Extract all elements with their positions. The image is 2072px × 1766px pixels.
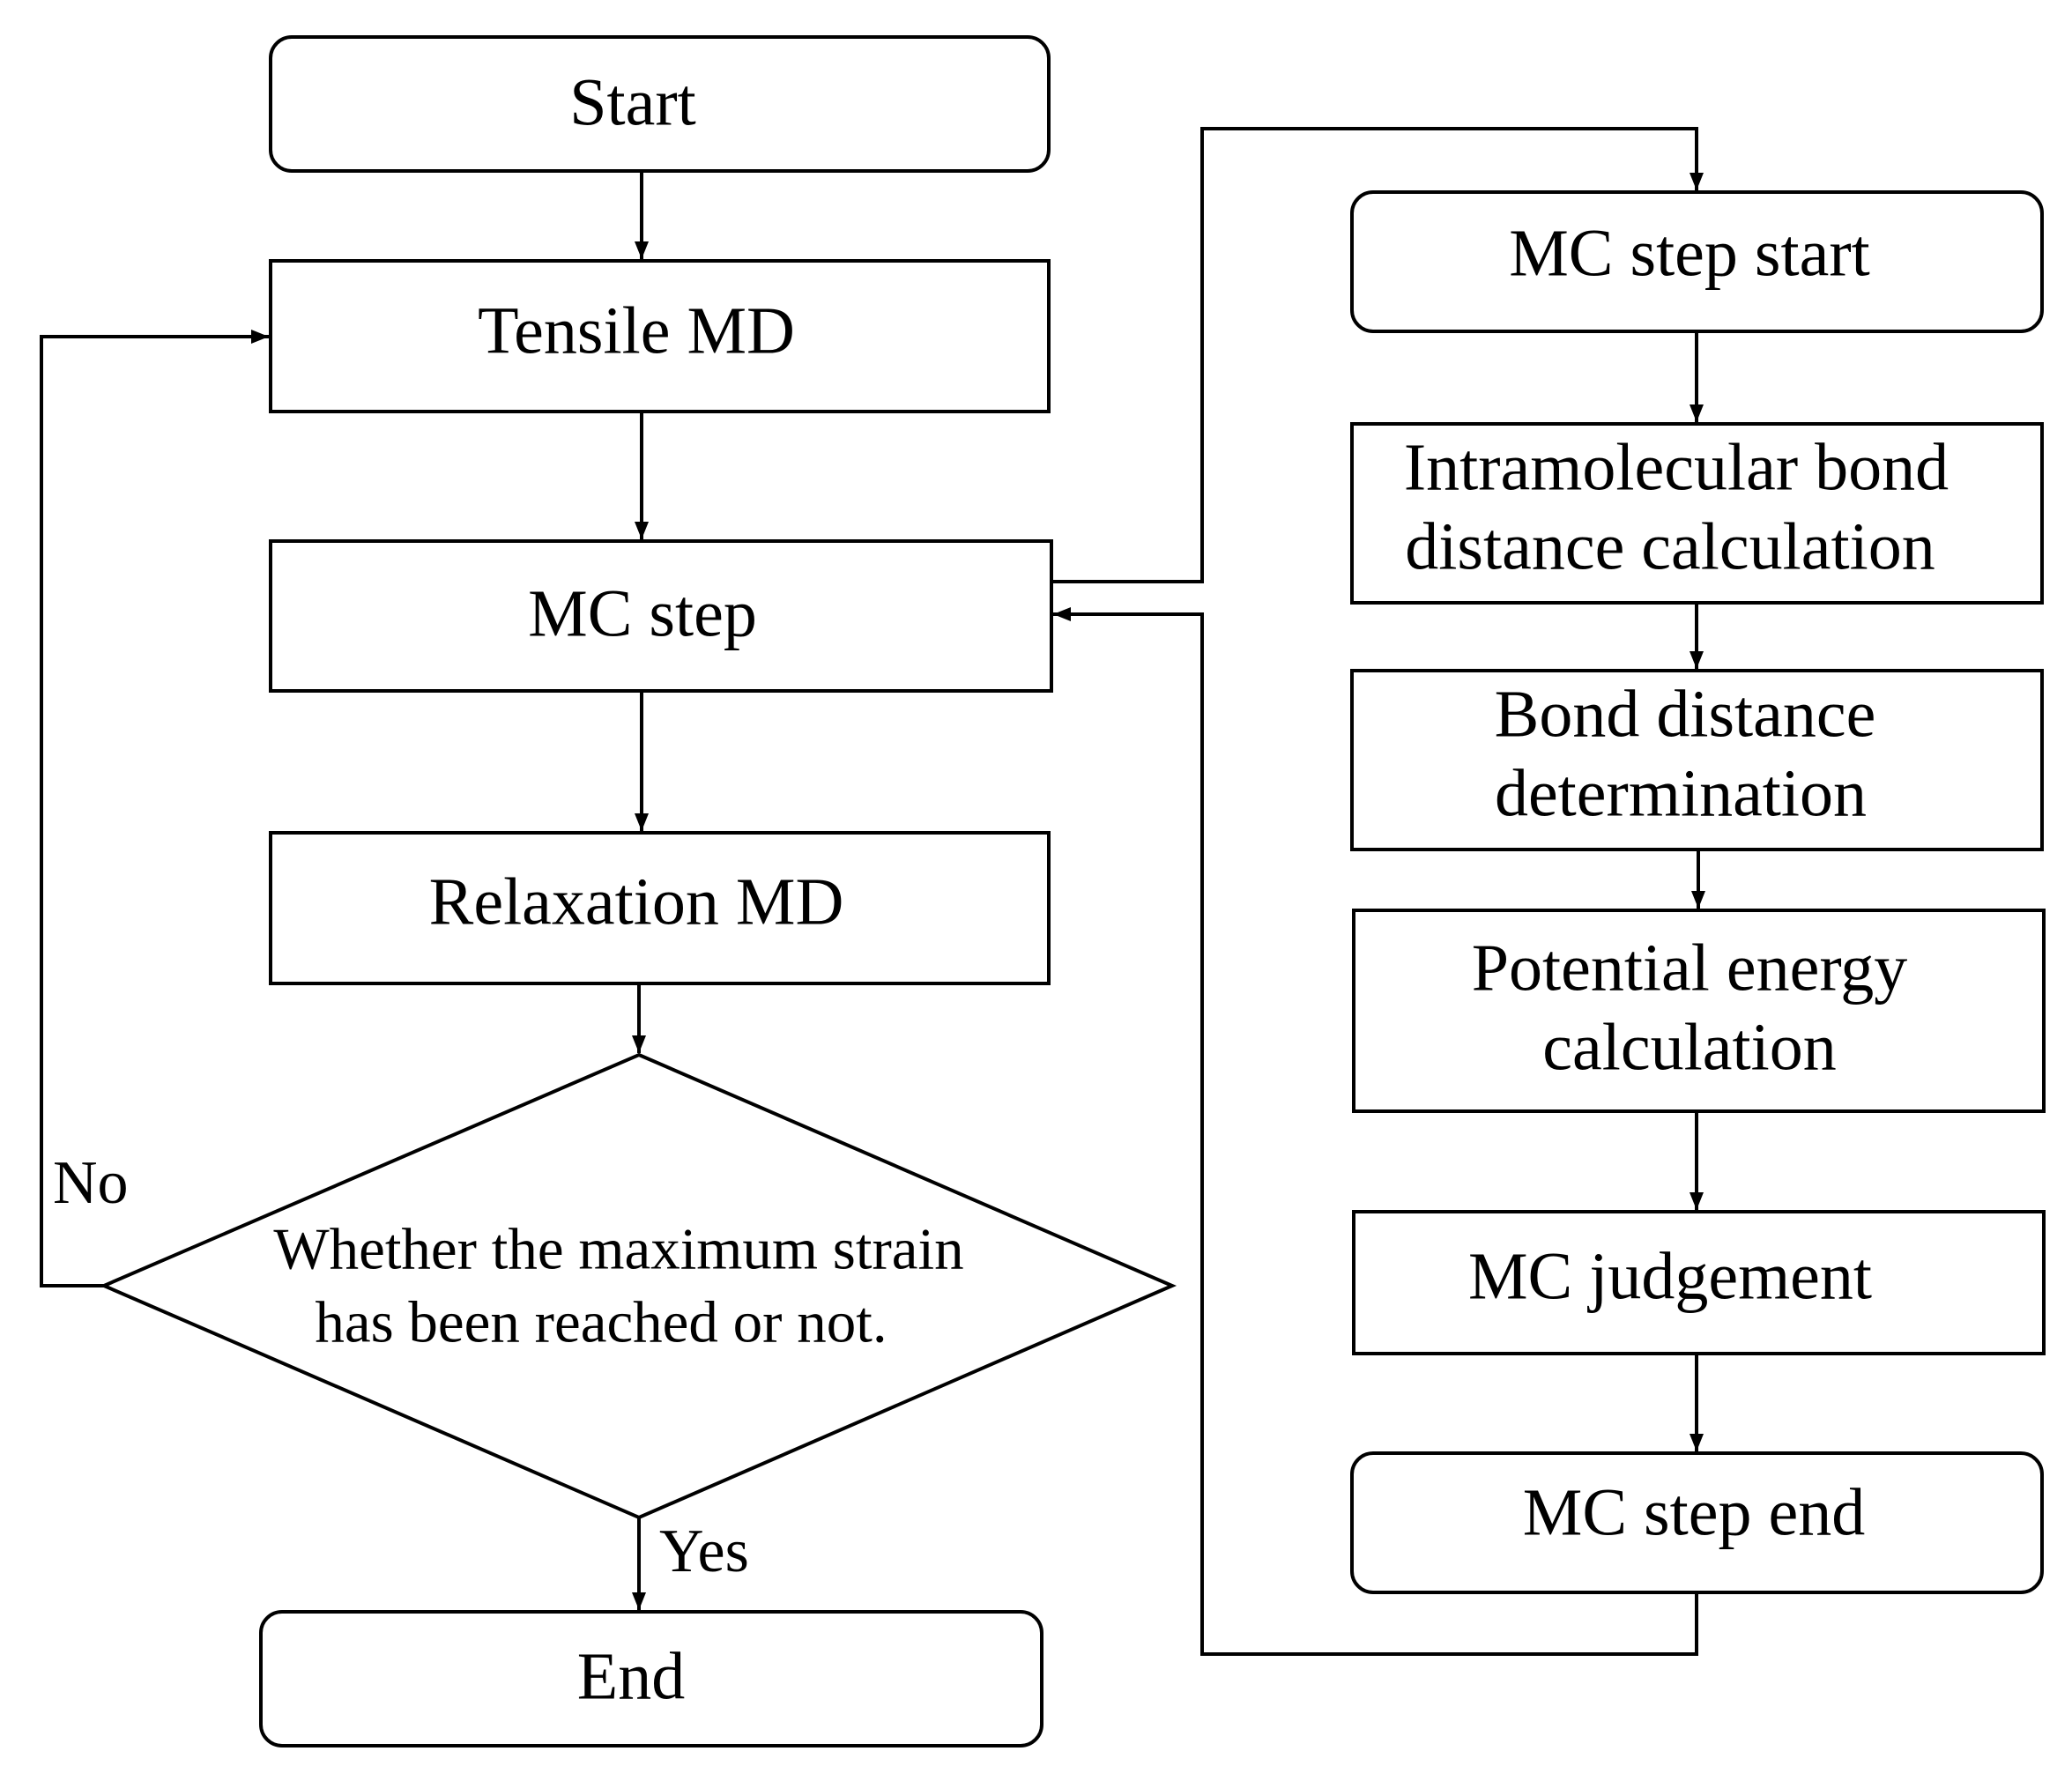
energy-line-1: Potential energy: [1472, 931, 1908, 1005]
node-mc-step-end: MC step end: [1350, 1451, 2044, 1594]
label-no: No: [53, 1149, 129, 1217]
connector-mc-step-to-detail: [1051, 127, 1704, 583]
node-tensile-md-label: Tensile MD: [478, 293, 795, 367]
node-potential-energy-calculation: Potential energy calculation: [1352, 909, 2046, 1113]
node-mc-step-start: MC step start: [1350, 190, 2044, 333]
energy-line-2: calculation: [1542, 1010, 1836, 1084]
node-end-label: End: [577, 1639, 685, 1713]
node-end: End: [259, 1610, 1043, 1747]
node-mc-step: MC step: [269, 539, 1053, 693]
node-start: Start: [269, 35, 1051, 173]
connector-detail-back-to-mc-step: [1053, 607, 1698, 1656]
bond-det-line-2: determination: [1495, 756, 1867, 830]
node-relaxation-md-label: Relaxation MD: [429, 864, 844, 939]
node-relaxation-md: Relaxation MD: [269, 831, 1051, 985]
decision-line-2: has been reached or not.: [315, 1289, 887, 1354]
node-mc-step-end-label: MC step end: [1523, 1475, 1865, 1549]
arrow-no-loop-back: [40, 330, 269, 1287]
node-mc-step-label: MC step: [528, 576, 757, 650]
node-mc-judgement-label: MC judgement: [1468, 1239, 1872, 1313]
bond-calc-line-2: distance calculation: [1405, 509, 1935, 583]
decision-line-1: Whether the maximum strain: [273, 1216, 963, 1281]
node-bond-distance-determination: Bond distance determination: [1350, 669, 2044, 851]
node-mc-step-start-label: MC step start: [1509, 216, 1870, 290]
node-start-label: Start: [569, 65, 696, 139]
node-bond-distance-calculation: Intramolecular bond distance calculation: [1350, 422, 2044, 605]
node-decision: Whether the maximum strain has been reac…: [99, 1052, 1177, 1520]
node-mc-judgement: MC judgement: [1352, 1210, 2046, 1355]
bond-det-line-1: Bond distance: [1495, 677, 1876, 751]
label-yes: Yes: [659, 1517, 749, 1585]
bond-calc-line-1: Intramolecular bond: [1404, 430, 1949, 504]
node-tensile-md: Tensile MD: [269, 259, 1051, 413]
